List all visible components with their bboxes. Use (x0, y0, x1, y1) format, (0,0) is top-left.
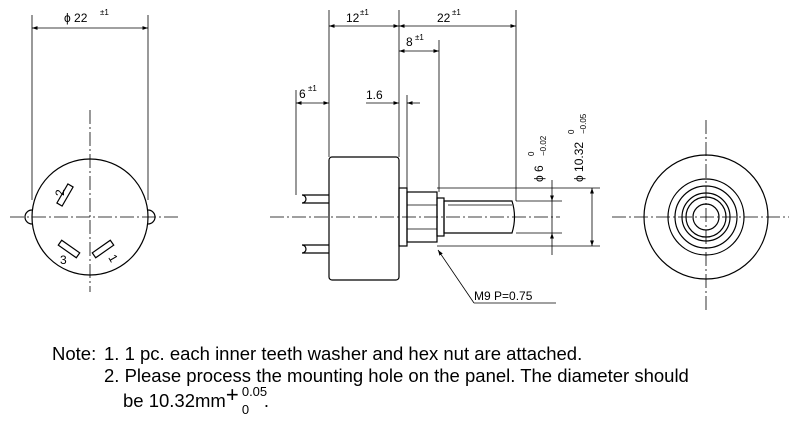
tolerance-lower: 0 (241, 402, 250, 417)
dim-8-tol: ±1 (415, 33, 424, 42)
shaft-diameter-label: ϕ 6 (532, 165, 546, 182)
terminal-2-label: 2 (53, 189, 67, 196)
dim-1-6-label: 1.6 (366, 88, 383, 102)
side-view: 12 ±1 22 ±1 8 ±1 6 ±1 1.6 ϕ 6 0 −0.02 (270, 8, 600, 304)
bushing-diameter-label: ϕ 10.32 (572, 142, 586, 182)
bushing-diameter-upper-tol: 0 (567, 129, 576, 134)
technical-drawing: 2 3 1 ϕ 22 ±1 12 ±1 (10, 8, 789, 310)
shaft-diameter-upper-tol: 0 (527, 151, 536, 156)
note-prefix: Note: (52, 343, 97, 364)
tolerance-sign: + (225, 382, 239, 407)
front-view: 2 3 1 ϕ 22 ±1 (10, 8, 178, 292)
dim-12-tol: ±1 (360, 8, 369, 17)
dim-22-label: 22 (437, 11, 451, 25)
dim-6-label: 6 (299, 87, 306, 101)
thread-spec-label: M9 P=0.75 (474, 289, 533, 303)
hole-tolerance: +0.05 0 (225, 382, 267, 418)
terminal-3-label: 3 (60, 253, 67, 267)
dim-8-label: 8 (406, 35, 413, 49)
terminal-1-label: 1 (105, 252, 121, 265)
dim-12-label: 12 (346, 11, 360, 25)
tolerance-upper: 0.05 (241, 384, 268, 399)
note-item-2: 2. Please process the mounting hole on t… (104, 365, 689, 386)
front-diameter-tol: ±1 (100, 8, 109, 17)
shaft-diameter-lower-tol: −0.02 (539, 135, 548, 156)
front-diameter-label: ϕ 22 (64, 11, 88, 25)
rear-view (612, 120, 789, 310)
note-item-2-value: be 10.32mm (123, 390, 226, 411)
note-item-1: 1. 1 pc. each inner teeth washer and hex… (104, 343, 583, 364)
dim-22-tol: ±1 (452, 8, 461, 17)
dim-6-tol: ±1 (308, 84, 317, 93)
note-item-2-end: . (263, 390, 269, 411)
bushing-diameter-lower-tol: −0.05 (579, 113, 588, 134)
